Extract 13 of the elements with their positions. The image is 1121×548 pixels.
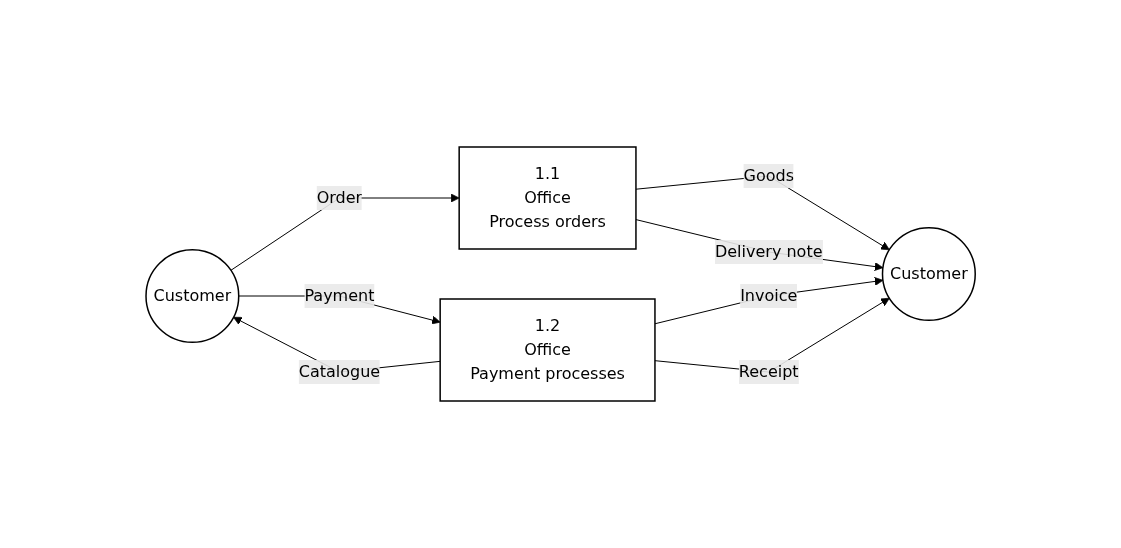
edge-label: Delivery note: [714, 242, 823, 261]
edge-label: Goods: [743, 166, 794, 185]
node-circle: Customer: [881, 226, 976, 322]
edge-label: Order: [316, 188, 363, 207]
node-box: 1.1 Office Process orders: [458, 146, 637, 250]
arrow: [635, 219, 884, 271]
node-box: 1.2 Office Payment processes: [439, 298, 656, 402]
edge-label: Invoice: [740, 286, 798, 305]
edge-label: Catalogue: [298, 362, 381, 381]
arrow: [654, 277, 884, 325]
edge-label: Payment: [304, 286, 375, 305]
node-circle: Customer: [145, 248, 240, 344]
edge-label: Receipt: [738, 362, 799, 381]
